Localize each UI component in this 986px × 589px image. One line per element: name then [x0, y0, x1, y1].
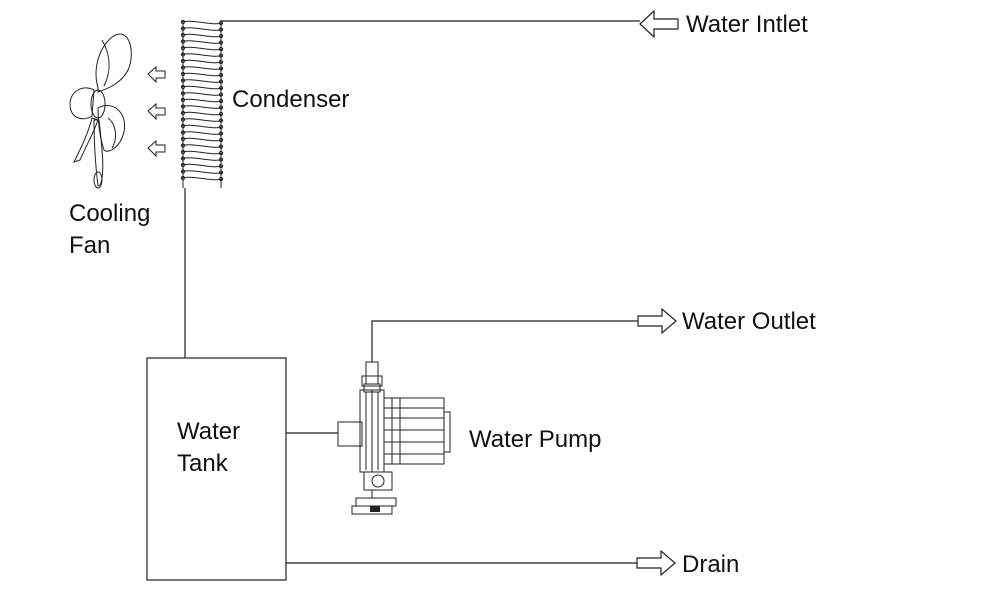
- water-outlet-label: Water Outlet: [682, 308, 816, 335]
- coil-turn: [180, 157, 224, 161]
- coil-bead: [218, 72, 224, 78]
- coil-bead: [180, 149, 186, 155]
- coil-turn: [180, 92, 224, 96]
- coil-turn: [180, 105, 224, 109]
- coil-bead: [218, 163, 224, 169]
- airflow-arrows: [147, 65, 166, 158]
- coil-bead: [180, 169, 186, 174]
- drain-arrow: [636, 549, 676, 577]
- coil-turn: [180, 163, 224, 168]
- coil-bead: [218, 150, 224, 156]
- coil-turn: [180, 176, 224, 181]
- coil-turn: [180, 118, 224, 122]
- coil-bead: [180, 84, 186, 90]
- water-pump-icon: [337, 361, 451, 515]
- condenser-label: Condenser: [232, 86, 349, 113]
- coil-turn: [180, 40, 224, 44]
- coil-bead: [180, 58, 186, 64]
- water-pump-label: Water Pump: [469, 426, 601, 453]
- coil-bead: [180, 32, 186, 38]
- coil-turn: [180, 124, 224, 129]
- airflow-arrow-icon: [147, 102, 166, 121]
- coil-turn: [180, 33, 224, 38]
- coil-bead: [180, 97, 186, 103]
- coil-bead: [180, 175, 186, 181]
- coil-turn: [180, 59, 224, 64]
- coil-bead: [218, 124, 224, 130]
- coil-bead: [218, 98, 224, 104]
- coil-bead: [180, 123, 186, 129]
- coil-bead: [218, 33, 224, 39]
- drain-label: Drain: [682, 551, 739, 578]
- coil-bead: [218, 105, 224, 110]
- coil-bead: [218, 40, 224, 45]
- coil-bead: [218, 111, 224, 117]
- coil-bead: [218, 176, 224, 182]
- water-tank-label-line1: Water: [177, 418, 240, 445]
- airflow-arrow-icon: [147, 139, 166, 158]
- water-tank-label-line2: Tank: [177, 450, 229, 477]
- coil-turn: [180, 27, 224, 31]
- coil-bead: [218, 66, 224, 71]
- coil-bead: [180, 26, 186, 31]
- coil-bead: [218, 137, 224, 143]
- coil-bead: [218, 170, 224, 175]
- coil-bead: [180, 136, 186, 142]
- condenser-coil: [180, 19, 224, 188]
- coil-bead: [180, 45, 186, 51]
- coil-bead: [180, 130, 186, 135]
- coil-bead: [218, 27, 224, 32]
- coil-turn: [180, 98, 224, 103]
- coil-bead: [180, 19, 186, 25]
- coil-bead: [218, 79, 224, 84]
- coil-bead: [218, 157, 224, 162]
- coil-bead: [218, 85, 224, 91]
- piping: [184, 20, 640, 564]
- coil-bead: [180, 162, 186, 168]
- coil-turn: [180, 131, 224, 135]
- coil-bead: [180, 39, 186, 44]
- water-outlet-arrow: [637, 307, 677, 335]
- water-inlet-arrow: [639, 9, 679, 39]
- coil-turn: [180, 20, 224, 25]
- coil-turn: [180, 150, 224, 155]
- coil-bead: [218, 144, 224, 149]
- coil-bead: [218, 46, 224, 52]
- cooling-fan-icon: [69, 33, 132, 189]
- outlet-pipe: [371, 320, 638, 362]
- cooling-fan-label-line1: Cooling: [69, 200, 150, 227]
- airflow-arrow-icon: [147, 65, 166, 84]
- coil-bead: [218, 92, 224, 97]
- coil-turn: [180, 66, 224, 70]
- coil-turn: [180, 170, 224, 174]
- coil-bead: [180, 104, 186, 109]
- coil-turn: [180, 72, 224, 77]
- coil-bead: [218, 131, 224, 136]
- coil-bead: [180, 117, 186, 122]
- coil-bead: [180, 78, 186, 83]
- coil-turn: [180, 79, 224, 83]
- coil-turn: [180, 137, 224, 142]
- coil-turn: [180, 144, 224, 148]
- water-tank: [146, 357, 287, 581]
- coil-bead: [180, 143, 186, 148]
- coil-turn: [180, 53, 224, 57]
- coil-bead: [180, 91, 186, 96]
- coil-turn: [180, 111, 224, 116]
- water-inlet-label: Water Intlet: [686, 11, 808, 38]
- coil-bead: [180, 52, 186, 57]
- coil-bead: [180, 110, 186, 116]
- coil-turn: [180, 46, 224, 51]
- coil-bead: [180, 71, 186, 77]
- coil-turn: [180, 85, 224, 90]
- coil-bead: [180, 156, 186, 161]
- coil-bead: [218, 53, 224, 58]
- coil-bead: [218, 59, 224, 65]
- coil-bead: [218, 118, 224, 123]
- cooling-fan-label-line2: Fan: [69, 232, 110, 259]
- coil-bead: [180, 65, 186, 70]
